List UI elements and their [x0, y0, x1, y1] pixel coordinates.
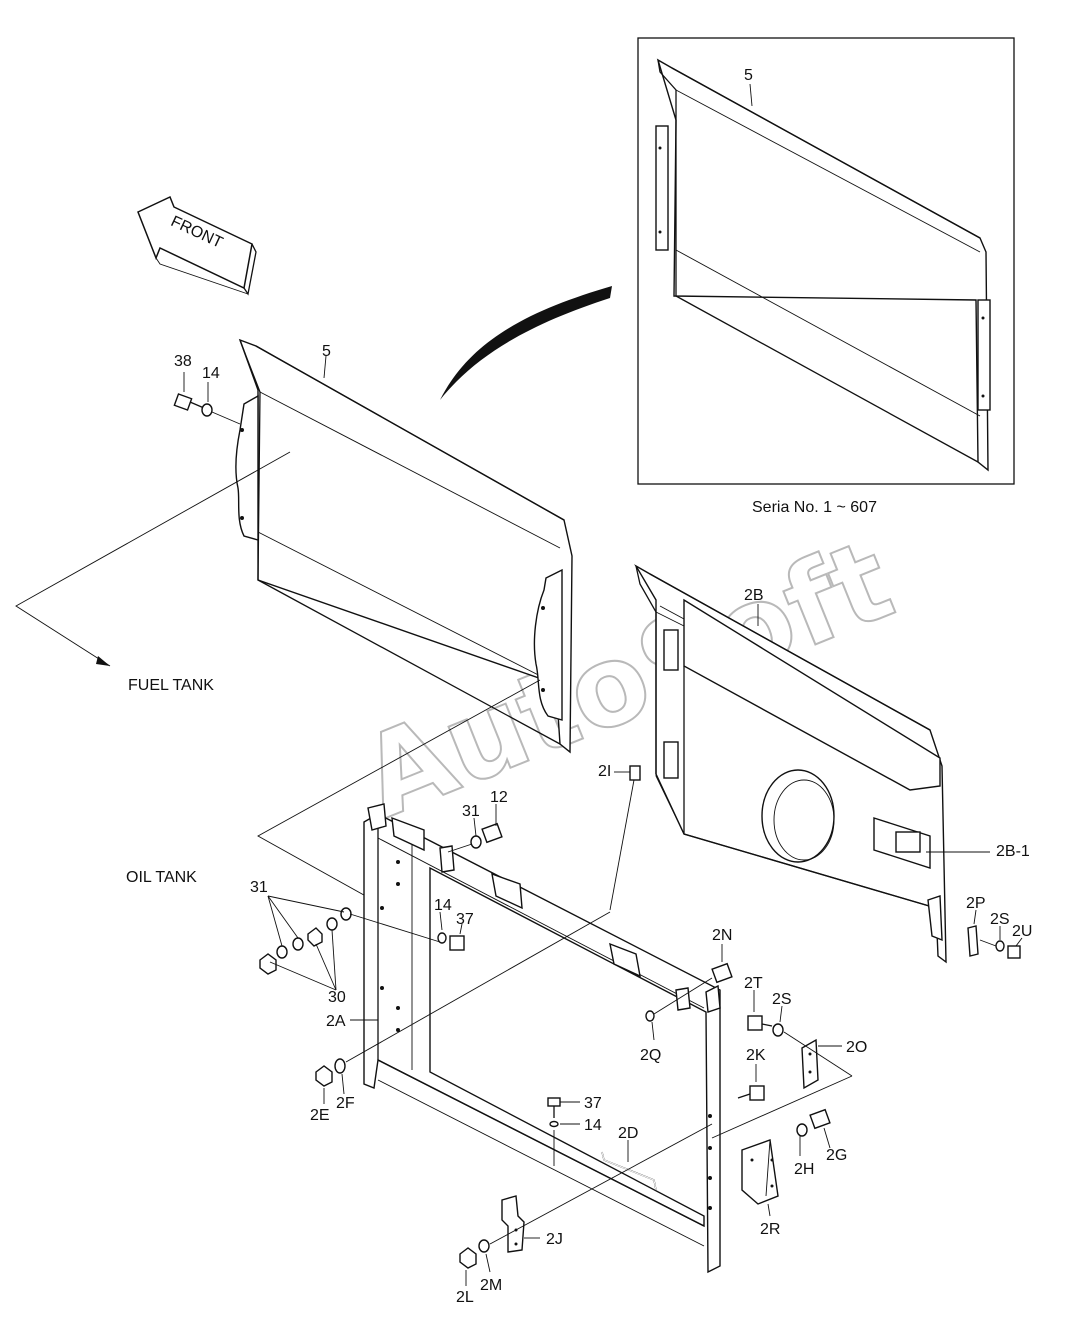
nut-washer-cluster-icon: [259, 895, 441, 991]
callout-2N: 2N: [712, 927, 732, 944]
inset-detail: 5: [637, 37, 1015, 485]
callout-12: 12: [490, 789, 508, 806]
bracket-icon: [741, 1108, 831, 1217]
detail-pointer: [440, 286, 612, 400]
callout-31-top: 31: [462, 803, 480, 820]
oil-tank-label: OIL TANK: [126, 869, 197, 886]
callout-14-mid: 14: [434, 897, 452, 914]
plate-icon: [629, 765, 641, 781]
callout-2U: 2U: [1012, 923, 1032, 940]
callout-38: 38: [174, 353, 192, 370]
side-panel: [634, 564, 947, 964]
callout-2E: 2E: [310, 1107, 330, 1124]
callout-2A: 2A: [326, 1013, 346, 1030]
callout-30: 30: [328, 989, 346, 1006]
callout-2Q: 2Q: [640, 1047, 661, 1064]
callout-2M: 2M: [480, 1277, 502, 1294]
bolt-icon: [173, 372, 241, 425]
callout-14-bottom: 14: [584, 1117, 602, 1134]
callout-31-left: 31: [250, 879, 268, 896]
callout-2F: 2F: [336, 1095, 355, 1112]
fuel-tank-label: FUEL TANK: [128, 677, 214, 694]
callout-2L: 2L: [456, 1289, 474, 1306]
clip-icon: [967, 909, 1023, 959]
fuel-tank-cover: [235, 338, 573, 754]
callout-2B-1: 2B-1: [996, 843, 1030, 860]
callout-2H: 2H: [794, 1161, 814, 1178]
oil-tank-leader: [257, 679, 541, 905]
callout-2D: 2D: [618, 1125, 638, 1142]
callout-2J: 2J: [546, 1231, 563, 1248]
fuel-tank-leader: [15, 451, 291, 667]
callout-2O: 2O: [846, 1039, 867, 1056]
nut-washer-icon: [315, 911, 611, 1104]
bolt-icon: [447, 804, 503, 853]
callout-2S-right: 2S: [990, 911, 1010, 928]
bolt-icon: [711, 990, 853, 1139]
callout-2S-mid: 2S: [772, 991, 792, 1008]
inset-caption: Seria No. 1 ~ 607: [752, 499, 877, 516]
bolt-icon: [437, 911, 465, 951]
callout-14-top: 14: [202, 365, 220, 382]
callout-5-inset: 5: [744, 67, 753, 84]
support-frame: [363, 803, 721, 1274]
callout-2B: 2B: [744, 587, 764, 604]
callout-2I: 2I: [598, 763, 611, 780]
callout-2T: 2T: [744, 975, 763, 992]
bolt-icon: [547, 1097, 580, 1166]
callout-2G: 2G: [826, 1147, 847, 1164]
clamp-icon: [459, 1123, 713, 1286]
bolt-icon: [645, 944, 733, 1041]
callout-37-bottom: 37: [584, 1095, 602, 1112]
bolt-icon: [737, 1064, 765, 1101]
callout-2R: 2R: [760, 1221, 780, 1238]
front-arrow-icon: FRONT: [137, 195, 257, 296]
callout-2P: 2P: [966, 895, 986, 912]
callout-37-mid: 37: [456, 911, 474, 928]
callout-5-main: 5: [322, 343, 331, 360]
rod-icon: [601, 1140, 657, 1191]
callout-2K: 2K: [746, 1047, 766, 1064]
